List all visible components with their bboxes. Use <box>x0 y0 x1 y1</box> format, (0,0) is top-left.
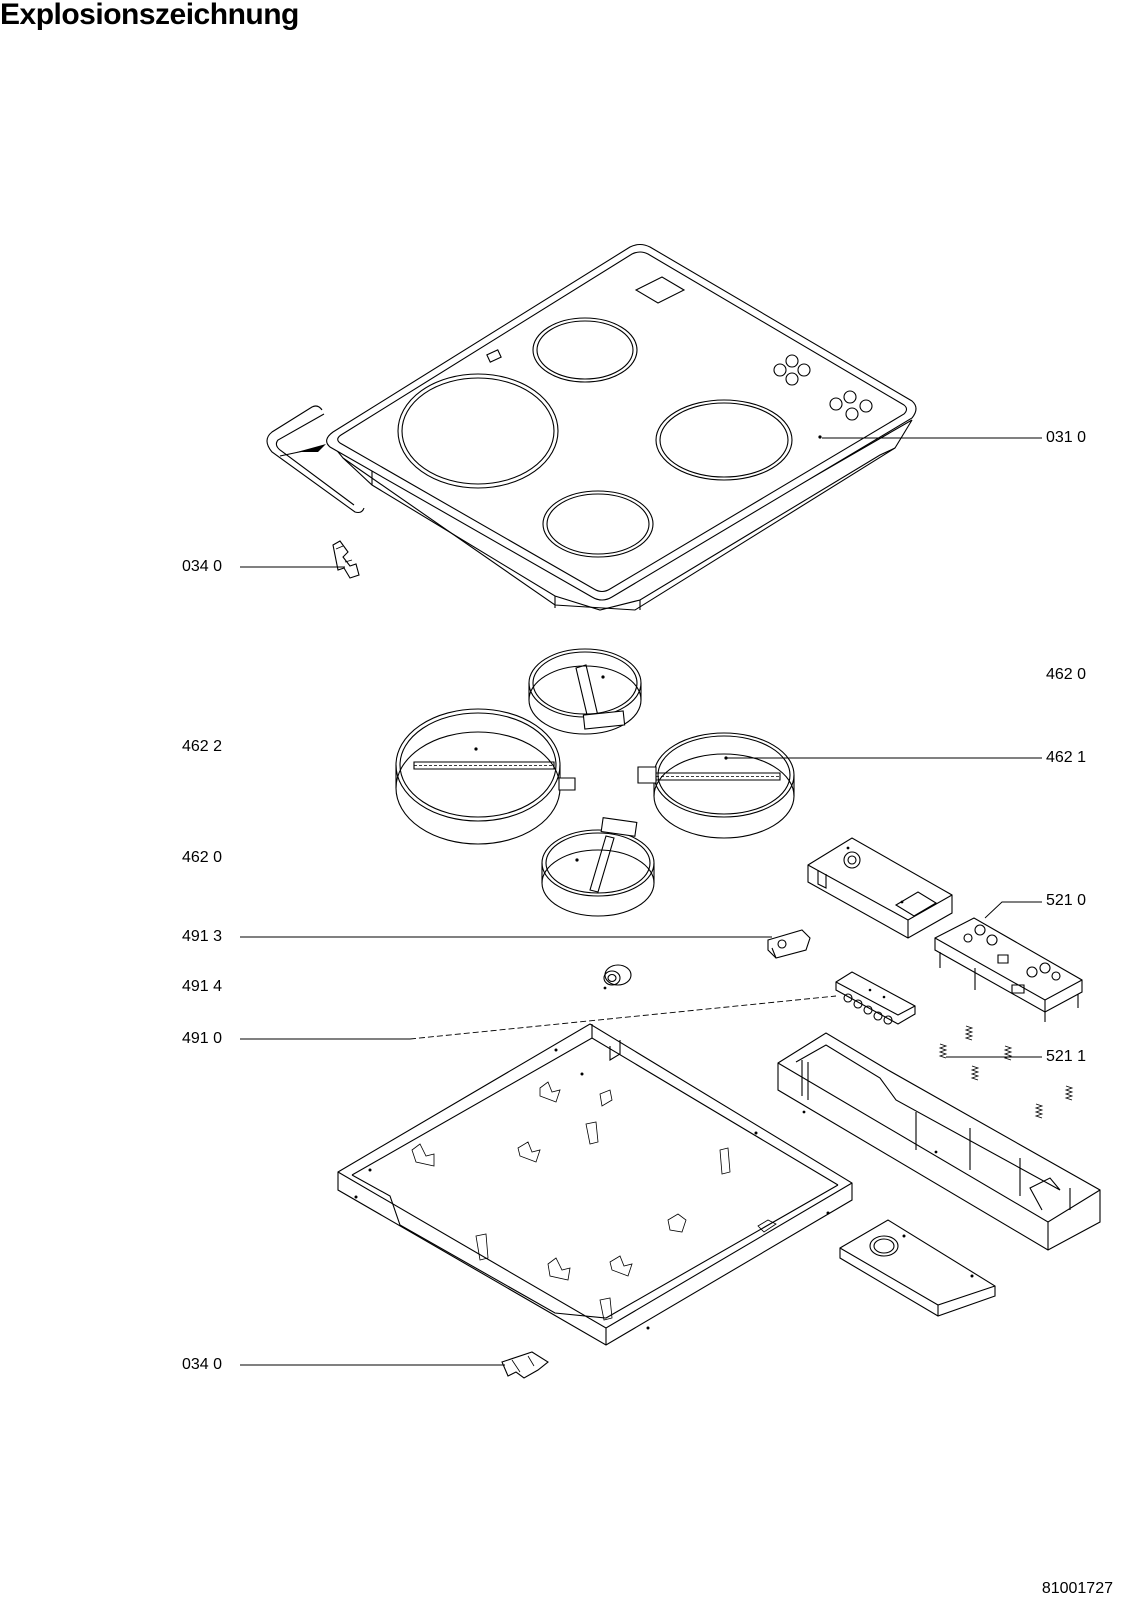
small-parts <box>604 930 1072 1118</box>
document-number: 81001727 <box>1041 1580 1113 1597</box>
part-label-521-0: 521 0 <box>1046 892 1087 909</box>
part-label-491-0: 491 0 <box>182 1030 223 1047</box>
part-label-031-0: 031 0 <box>1046 429 1087 446</box>
seal-cord <box>267 406 364 513</box>
part-label-462-2: 462 2 <box>182 738 223 755</box>
part-label-491-3: 491 3 <box>182 928 223 945</box>
part-label-462-0-lower: 462 0 <box>182 849 223 866</box>
part-label-462-0-upper: 462 0 <box>1046 666 1087 683</box>
mounting-clip-upper <box>333 541 359 578</box>
cable-duct <box>778 1033 1100 1250</box>
page-title: Explosionszeichnung <box>0 0 299 31</box>
part-label-491-4: 491 4 <box>182 978 223 995</box>
mounting-clip-lower <box>502 1352 548 1378</box>
leader-lines <box>240 438 1042 1365</box>
heating-elements <box>396 649 794 916</box>
part-label-034-0-upper: 034 0 <box>182 558 223 575</box>
part-label-034-0-lower: 034 0 <box>182 1356 223 1373</box>
frame-clips <box>412 1082 776 1320</box>
part-label-462-1: 462 1 <box>1046 749 1087 766</box>
cover-plate <box>840 1220 995 1316</box>
switch-housing <box>808 838 952 938</box>
cooktop-glass <box>280 245 916 611</box>
base-frame <box>338 1024 852 1345</box>
part-label-521-1: 521 1 <box>1046 1048 1087 1065</box>
control-board <box>935 918 1082 1022</box>
